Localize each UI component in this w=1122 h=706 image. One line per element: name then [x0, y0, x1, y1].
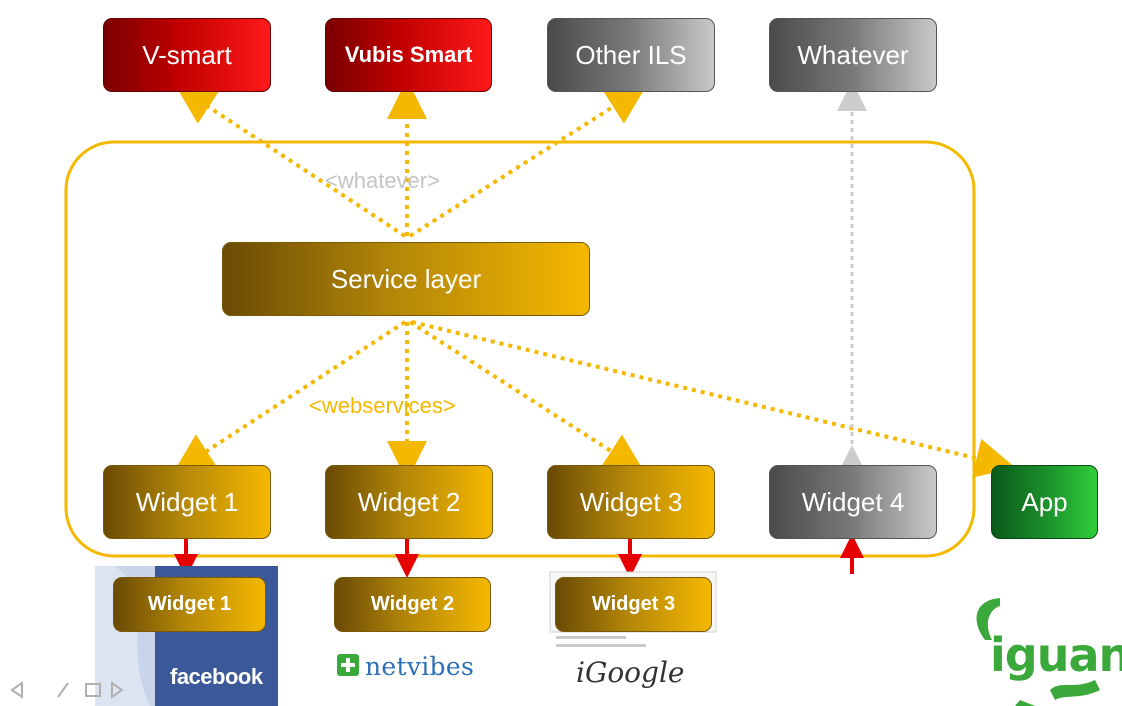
arrow-service-to-vsmart: [175, 85, 407, 238]
iguana-logo-icon: [976, 598, 1100, 706]
vsmart-label: V-smart: [142, 39, 232, 70]
app-label: App: [1021, 486, 1068, 517]
widget-4-box: Widget 4: [769, 465, 937, 539]
widget-3-box: Widget 3: [547, 465, 715, 539]
app-box: App: [991, 465, 1098, 539]
netvibes-plus-icon: [337, 654, 359, 676]
igoogle-widget-label: Widget 3: [591, 593, 676, 615]
arrow-service-to-widget3: [408, 320, 645, 473]
service-layer-box: Service layer: [222, 242, 590, 316]
igoogle-widget-box: Widget 3: [555, 577, 712, 632]
widget-2-box: Widget 2: [325, 465, 493, 539]
iguana-wordmark: iguana: [990, 628, 1122, 682]
other-ils-box: Other ILS: [547, 18, 715, 92]
other-ils-label: Other ILS: [575, 39, 687, 70]
netvibes-widget-box: Widget 2: [334, 577, 491, 632]
whatever-box: Whatever: [769, 18, 937, 92]
vsmart-box: V-smart: [103, 18, 271, 92]
widget-1-box: Widget 1: [103, 465, 271, 539]
widget-4-label: Widget 4: [801, 486, 905, 517]
service-layer-label: Service layer: [330, 263, 482, 294]
facebook-widget-box: Widget 1: [113, 577, 266, 632]
igoogle-wordmark: iGoogle: [576, 656, 685, 689]
netvibes-wordmark: netvibes: [365, 652, 475, 681]
facebook-widget-label: Widget 1: [147, 593, 232, 615]
slide-nav-icons: [10, 681, 124, 699]
arrow-service-to-widget1: [173, 320, 407, 473]
widget-1-label: Widget 1: [135, 486, 239, 517]
system-boundary: [64, 140, 976, 558]
netvibes-widget-label: Widget 2: [370, 593, 455, 615]
widget-3-label: Widget 3: [579, 486, 683, 517]
widget-2-label: Widget 2: [357, 486, 461, 517]
arrow-service-to-app: [411, 320, 1016, 478]
whatever-protocol-label: <whatever>: [325, 168, 440, 193]
facebook-wordmark: facebook: [170, 664, 263, 689]
vubis-smart-label: Vubis Smart: [344, 42, 473, 67]
vubis-smart-box: Vubis Smart: [325, 18, 492, 92]
webservices-label: <webservices>: [309, 393, 456, 418]
whatever-label: Whatever: [797, 39, 909, 70]
arrow-service-to-other-ils: [408, 85, 647, 238]
